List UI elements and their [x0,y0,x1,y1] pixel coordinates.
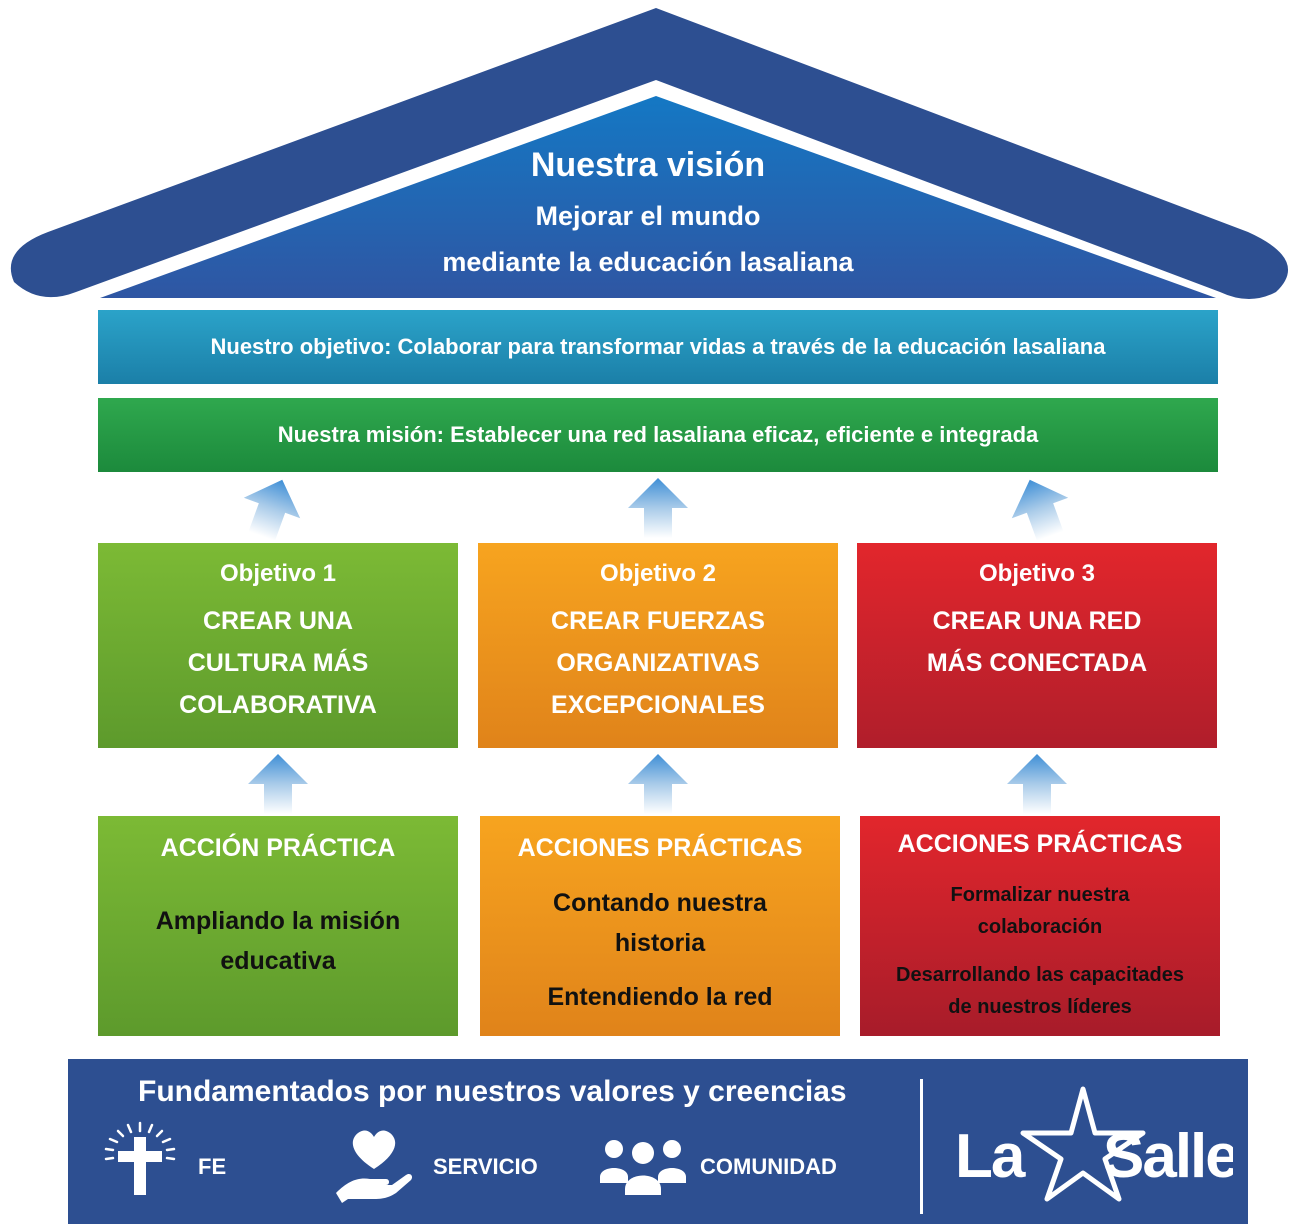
action-2-item: historia [614,929,706,957]
svg-text:La: La [955,1122,1026,1191]
cross-icon [104,1121,176,1195]
objective-3-line: CREAR UNA RED [932,607,1142,635]
arrow-up-icon [628,754,688,814]
objective-3-title: Objetivo 3 [978,560,1096,587]
values-footer: Fundamentados por nuestros valores y cre… [68,1059,1248,1224]
arrow-up-icon [1007,754,1067,814]
objective-1-title: Objetivo 1 [219,560,337,587]
objective-band: Nuestro objetivo: Colaborar para transfo… [98,310,1218,384]
action-3-item: colaboración [977,916,1103,938]
vision-line-1: Mejorar el mundo [535,201,761,231]
value-servicio: SERVICIO [433,1154,538,1179]
arrow-up-right-icon [1011,479,1069,540]
arrow-up-left-icon [243,479,301,540]
footer-divider [920,1079,923,1214]
action-3-title: ACCIONES PRÁCTICAS [897,830,1183,858]
lasalle-logo: La Salle [955,1086,1233,1202]
action-3-box: ACCIONES PRÁCTICAS Formalizar nuestra co… [860,816,1220,1036]
objective-2-box: Objetivo 2 CREAR FUERZAS ORGANIZATIVAS E… [478,543,838,748]
objective-1-box: Objetivo 1 CREAR UNA CULTURA MÁS COLABOR… [98,543,458,748]
action-3-item: de nuestros líderes [948,996,1132,1018]
people-icon [600,1140,686,1195]
action-2-item: Contando nuestra [553,889,767,917]
objective-2-line: ORGANIZATIVAS [556,649,760,677]
objective-3-line: MÁS CONECTADA [926,649,1148,677]
action-2-title: ACCIONES PRÁCTICAS [517,834,803,862]
footer-title: Fundamentados por nuestros valores y cre… [138,1075,847,1108]
arrow-up-icon [248,754,308,814]
svg-text:Salle: Salle [1103,1122,1233,1191]
action-3-item: Formalizar nuestra [950,884,1130,906]
objective-1-line: CREAR UNA [203,607,353,635]
arrows-to-objectives [248,754,1067,814]
roof [10,8,1289,299]
arrows-to-mission [243,478,1069,540]
vision-triangle [100,96,1216,298]
objective-3-box: Objetivo 3 CREAR UNA RED MÁS CONECTADA [857,543,1217,748]
vision-title: Nuestra visión [530,146,766,184]
value-fe: FE [198,1154,227,1179]
action-1-title: ACCIÓN PRÁCTICA [160,834,396,862]
objective-1-line: COLABORATIVA [179,691,377,719]
objective-1-line: CULTURA MÁS [187,649,369,677]
heart-hand-icon [336,1130,413,1203]
objective-2-line: CREAR FUERZAS [551,607,765,635]
star-icon [1020,1086,1146,1202]
objective-2-line: EXCEPCIONALES [551,691,765,719]
action-2-box: ACCIONES PRÁCTICAS Contando nuestra hist… [480,816,840,1036]
arrow-up-icon [628,478,688,538]
action-1-box: ACCIÓN PRÁCTICA Ampliando la misión educ… [98,816,458,1036]
action-1-item: Ampliando la misión [155,907,401,935]
action-1-item: educativa [220,947,336,975]
action-3-item: Desarrollando las capacitades [896,964,1184,986]
roof-outline [10,8,1289,299]
mission-band: Nuestra misión: Establecer una red lasal… [98,398,1218,472]
vision-line-2: mediante la educación lasaliana [442,247,854,277]
objective-2-title: Objetivo 2 [599,560,717,587]
action-2-item: Entendiendo la red [547,983,773,1011]
value-comunidad: COMUNIDAD [700,1154,837,1179]
